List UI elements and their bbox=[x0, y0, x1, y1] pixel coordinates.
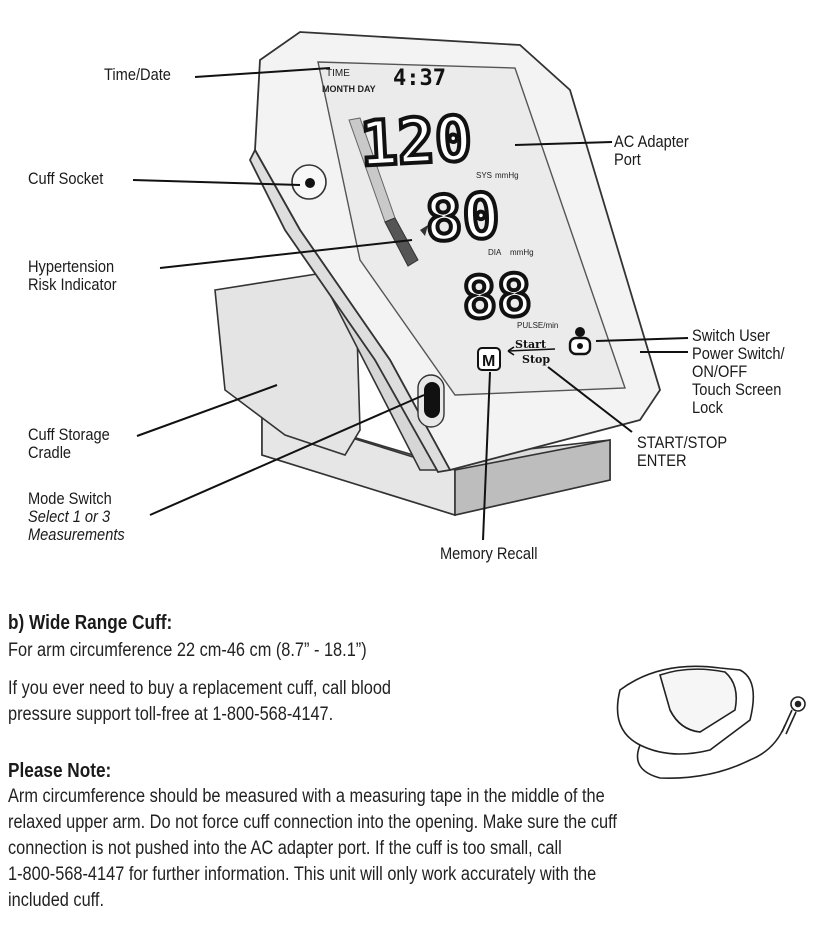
label-cuff-socket: Cuff Socket bbox=[28, 170, 103, 188]
label-cuff-socket-text: Cuff Socket bbox=[28, 169, 104, 188]
lcd-dia-label: DIA bbox=[488, 248, 502, 257]
replacement-text-line2: pressure support toll-free at 1-800-568-… bbox=[8, 704, 334, 725]
label-power-line4: Lock bbox=[692, 398, 723, 417]
label-mode-switch: Mode Switch Select 1 or 3 Measurements bbox=[28, 490, 125, 544]
label-switch-user-text: Switch User bbox=[692, 326, 770, 345]
start-label: Start bbox=[515, 338, 547, 351]
note-line: included cuff. bbox=[8, 890, 104, 911]
label-start-stop-line2: ENTER bbox=[637, 451, 687, 470]
memory-recall-button: M bbox=[477, 347, 501, 371]
cuff-socket bbox=[291, 164, 327, 200]
please-note-heading: Please Note: bbox=[8, 760, 112, 782]
switch-user-button bbox=[568, 327, 592, 356]
lcd-time-value: 4:37 bbox=[393, 66, 446, 91]
note-line: relaxed upper arm. Do not force cuff con… bbox=[8, 812, 617, 833]
start-stop-button: Start Stop bbox=[507, 338, 556, 366]
device-diagram: TIME MONTH DAY 4:37 120 SYS mmHg 80 DIA … bbox=[132, 31, 689, 541]
lcd-pulse-label: PULSE/min bbox=[517, 321, 558, 330]
lcd-diastolic-value: 80 bbox=[423, 179, 501, 256]
label-hypertension-line1: Hypertension bbox=[28, 257, 115, 276]
note-line: Arm circumference should be measured wit… bbox=[8, 786, 605, 807]
label-start-stop-line1: START/STOP bbox=[637, 433, 728, 452]
section-heading: b) Wide Range Cuff: bbox=[8, 612, 173, 634]
label-power-line1: Power Switch/ bbox=[692, 344, 785, 363]
mode-switch bbox=[417, 374, 445, 428]
lcd-month-day-label: MONTH DAY bbox=[322, 84, 376, 94]
lcd-screen bbox=[317, 61, 626, 396]
label-ac-adapter-line2: Port bbox=[614, 150, 641, 169]
lcd-sys-unit: mmHg bbox=[495, 171, 519, 180]
lcd-dia-unit: mmHg bbox=[510, 248, 534, 257]
label-memory-recall-text: Memory Recall bbox=[440, 544, 538, 563]
cuff-illustration bbox=[616, 665, 806, 779]
circumference-text: For arm circumference 22 cm-46 cm (8.7” … bbox=[8, 640, 367, 661]
stop-label: Stop bbox=[522, 353, 550, 366]
lcd-pulse-value: 88 bbox=[460, 261, 533, 333]
label-memory-recall: Memory Recall bbox=[440, 545, 537, 563]
label-mode-switch-text: Mode Switch bbox=[28, 489, 112, 508]
label-ac-adapter-line1: AC Adapter bbox=[614, 132, 689, 151]
label-cuff-storage-cradle: Cuff Storage Cradle bbox=[28, 426, 110, 462]
leader-lines bbox=[132, 67, 689, 541]
label-ac-adapter-port: AC Adapter Port bbox=[614, 133, 689, 169]
lcd-time-label: TIME bbox=[326, 68, 350, 79]
note-line: connection is not pushed into the AC ada… bbox=[8, 838, 562, 859]
label-cuff-storage-line1: Cuff Storage bbox=[28, 425, 110, 444]
label-hypertension-line2: Risk Indicator bbox=[28, 275, 117, 294]
label-cuff-storage-line2: Cradle bbox=[28, 443, 72, 462]
label-switch-user: Switch User bbox=[692, 327, 770, 345]
label-power-line3: Touch Screen bbox=[692, 380, 782, 399]
replacement-text-line1: If you ever need to buy a replacement cu… bbox=[8, 678, 392, 699]
label-mode-switch-sub1: Select 1 or 3 bbox=[28, 507, 111, 526]
label-start-stop: START/STOP ENTER bbox=[637, 434, 727, 470]
label-mode-switch-sub2: Measurements bbox=[28, 525, 125, 544]
label-power-switch: Power Switch/ ON/OFF Touch Screen Lock bbox=[692, 345, 785, 417]
label-power-line2: ON/OFF bbox=[692, 362, 748, 381]
label-time-date-text: Time/Date bbox=[104, 65, 171, 84]
lcd-systolic-value: 120 bbox=[358, 102, 474, 181]
label-hypertension-risk: Hypertension Risk Indicator bbox=[28, 258, 117, 294]
memory-button-label: M bbox=[482, 353, 495, 370]
note-line: 1-800-568-4147 for further information. … bbox=[8, 864, 597, 885]
lcd-sys-label: SYS bbox=[476, 171, 492, 180]
label-time-date: Time/Date bbox=[104, 66, 171, 84]
